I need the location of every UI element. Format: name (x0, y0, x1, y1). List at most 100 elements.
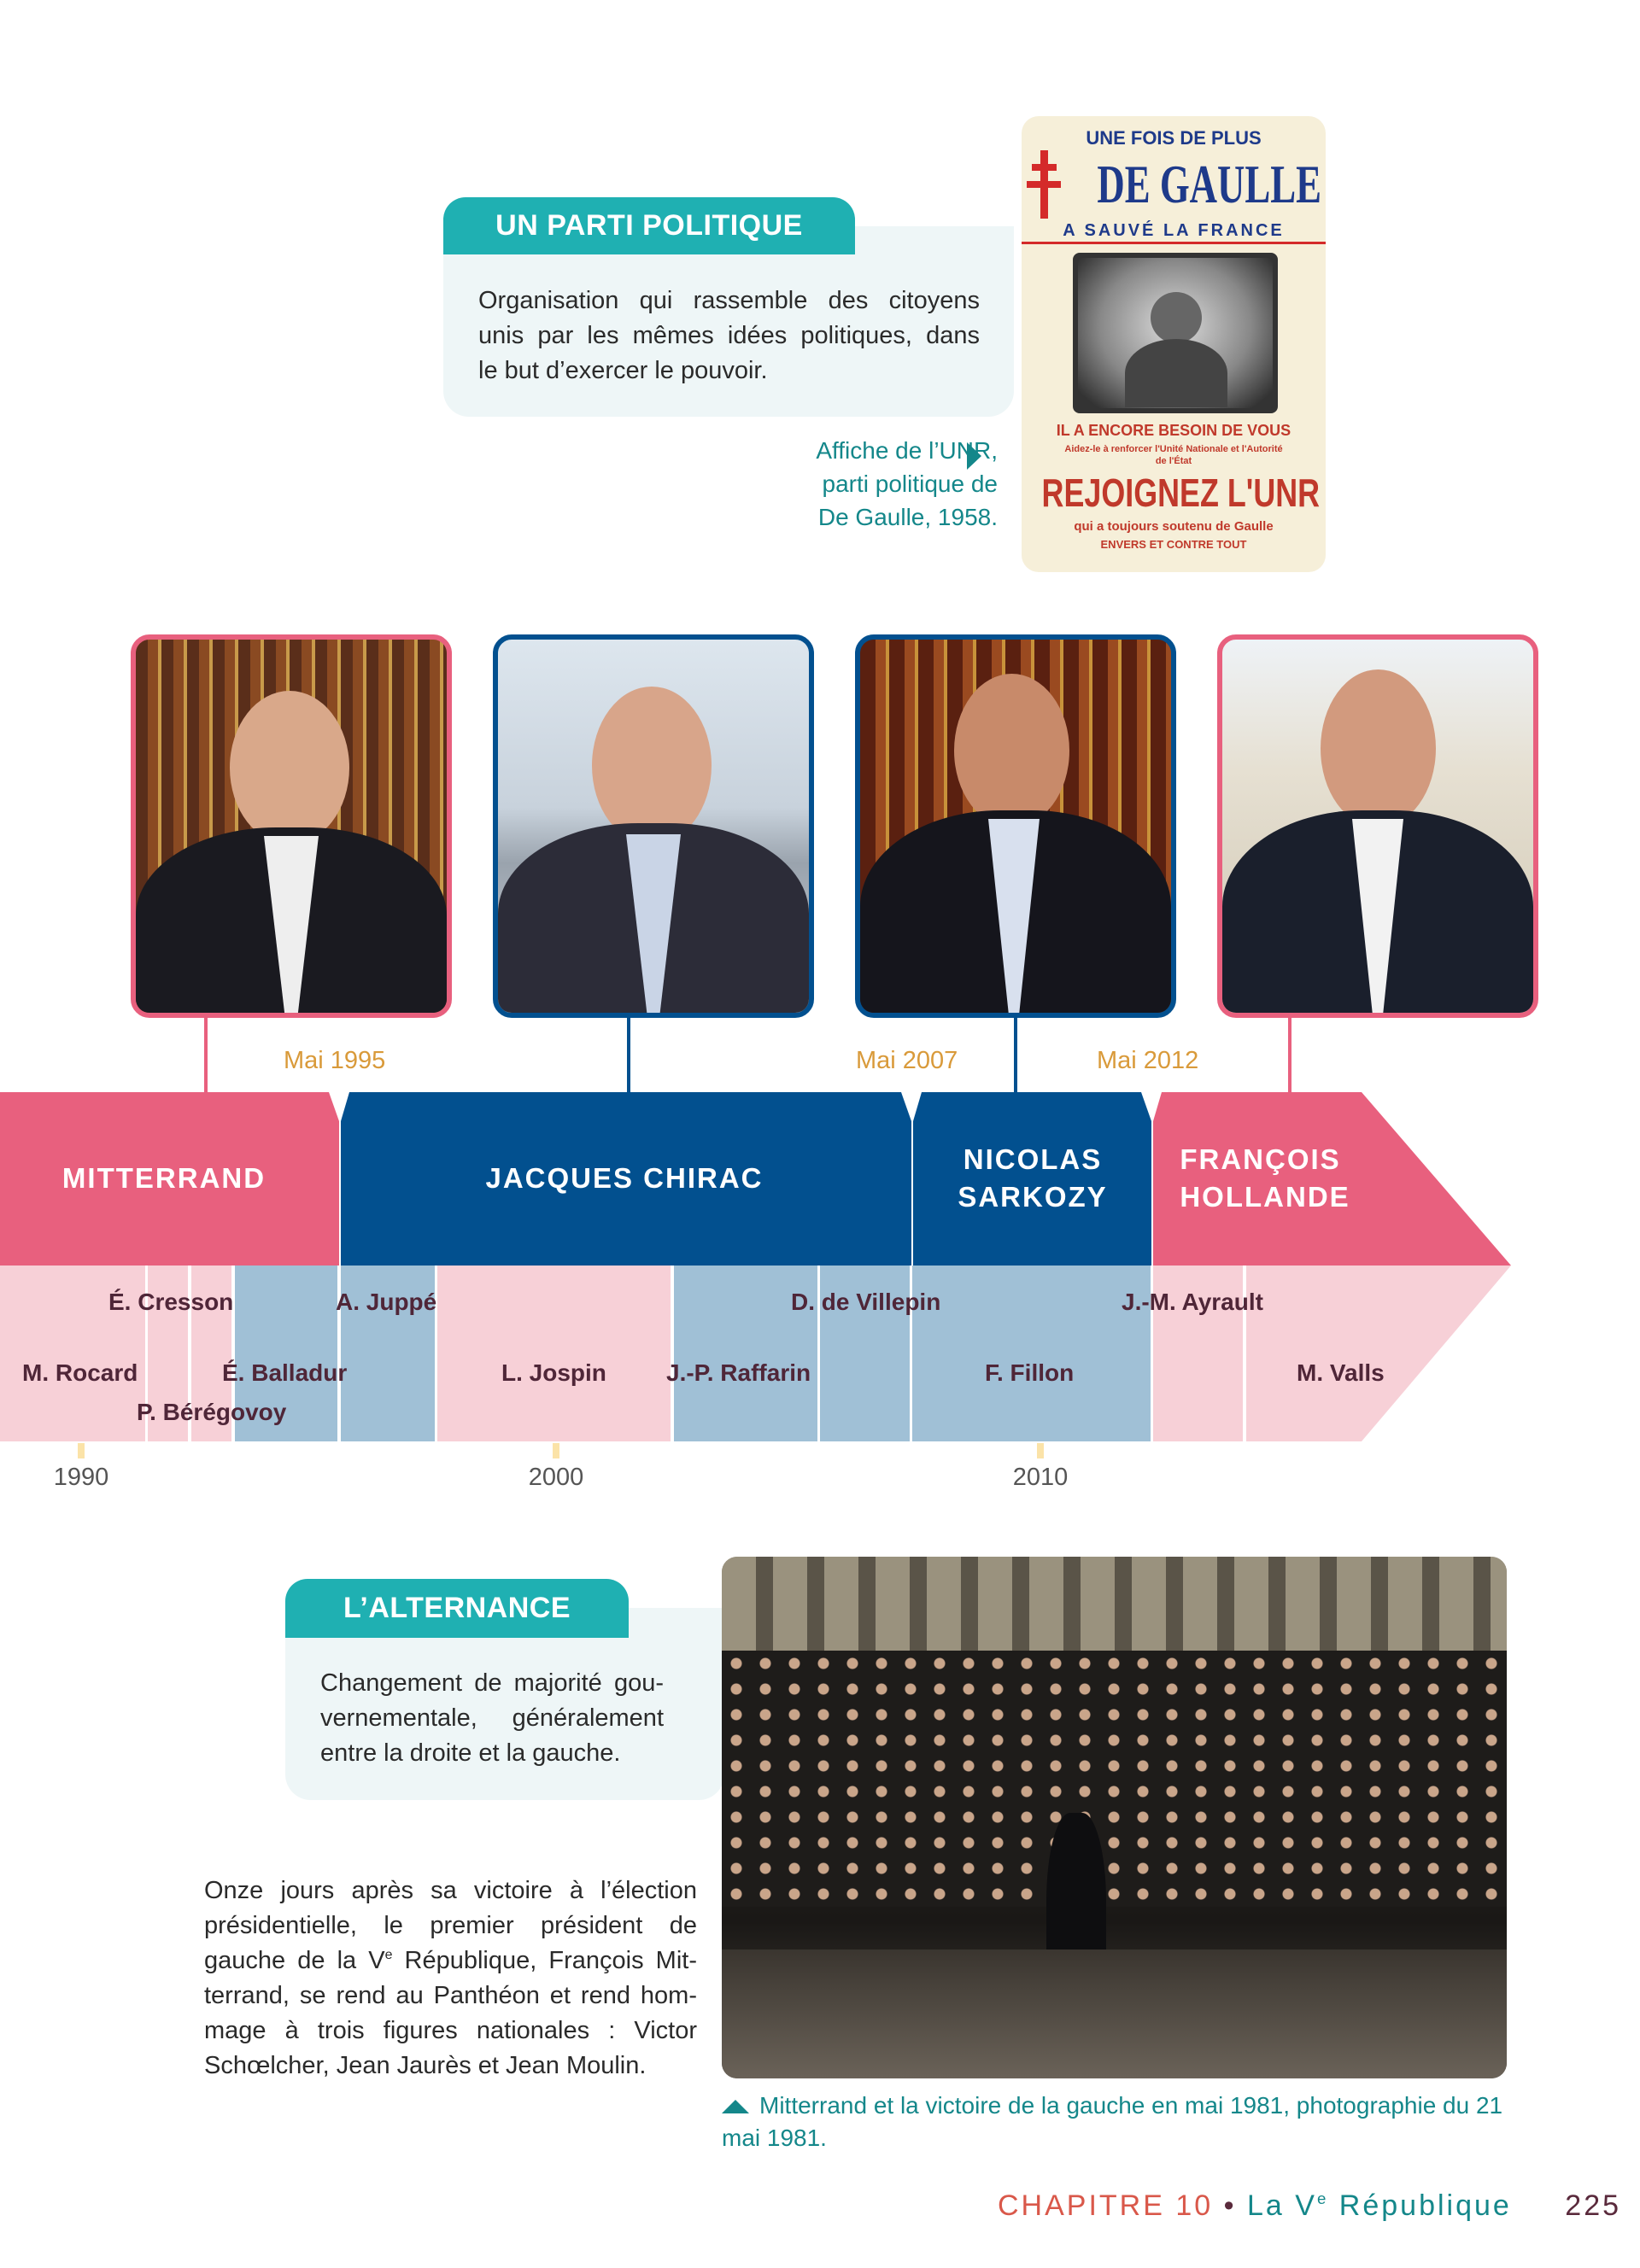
text-line: présidentielle, le premier président de (204, 1912, 697, 1939)
pm-label: D. de Villepin (791, 1289, 941, 1315)
portrait-hollande (1217, 634, 1538, 1018)
name-line: NICOLAS (963, 1143, 1103, 1175)
name-line: SARKOZY (958, 1181, 1108, 1213)
text-line: gauche de la Ve République, François Mit… (204, 1944, 697, 1979)
pm-label: P. Bérégovoy (137, 1399, 287, 1425)
segment-raffarin (674, 1266, 817, 1441)
crowd-photo (722, 1557, 1507, 2078)
president-name-sarkozy: NICOLAS SARKOZY (958, 1141, 1107, 1216)
caption-pointer-up-icon (722, 2100, 749, 2113)
name-line: FRANÇOIS (1180, 1143, 1341, 1175)
president-name-chirac: JACQUES CHIRAC (485, 1162, 764, 1194)
poster-text: qui a toujours soutenu de Gaulle (1074, 519, 1274, 534)
poster-text: IL A ENCORE BESOIN DE VOUS (1056, 422, 1292, 439)
page-footer: CHAPITRE 10 • La Ve République 225 (998, 2189, 1621, 2223)
portrait-mitterrand (131, 634, 452, 1018)
superscript: e (1316, 2189, 1329, 2207)
president-name-hollande: FRANÇOIS HOLLANDE (1180, 1141, 1350, 1216)
segment-fillon (912, 1266, 1151, 1441)
text-line: le but d’exercer le pouvoir. (478, 357, 768, 384)
poster-text: REJOIGNEZ L'UNR (1041, 471, 1321, 515)
segment-villepin (820, 1266, 910, 1441)
prime-minister-band (0, 1266, 1511, 1441)
lorraine-cross-icon (1027, 150, 1061, 219)
segment-cresson (148, 1266, 188, 1441)
pm-label: M. Valls (1297, 1359, 1385, 1386)
pm-label: É. Cresson (108, 1289, 234, 1315)
definition-box-party (443, 226, 1014, 417)
pm-label: F. Fillon (985, 1359, 1075, 1386)
year-tick (78, 1443, 85, 1458)
text-line: unis par les mêmes idées politiques, dan… (478, 322, 980, 349)
year-tick (1037, 1443, 1044, 1458)
text-fragment: République, François Mit- (404, 1947, 697, 1974)
year-label: 2010 (1012, 1464, 1069, 1491)
portrait-sarkozy (855, 634, 1176, 1018)
poster-text: Aidez-le à renforcer l'Unité Nationale e… (1064, 444, 1283, 466)
connector-line (627, 1018, 630, 1093)
timeline-graphic (0, 1092, 1511, 1441)
pm-label: É. Balladur (222, 1359, 348, 1386)
photo-caption: Mitterrand et la victoire de la gauche e… (722, 2090, 1507, 2154)
name-line: HOLLANDE (1180, 1181, 1350, 1213)
connector-line (1288, 1018, 1292, 1093)
year-tick (553, 1443, 559, 1458)
poster-text: ENVERS ET CONTRE TOUT (1100, 538, 1247, 551)
text-line: Organisation qui rassemble des citoyens (478, 287, 980, 314)
caption-pointer-icon (967, 442, 981, 470)
chapter-label: CHAPITRE 10 (998, 2189, 1214, 2222)
definition-title-party: UN PARTI POLITIQUE (443, 197, 855, 254)
band-chirac (341, 1092, 911, 1266)
segment-juppe (341, 1266, 435, 1441)
connector-line (1014, 1018, 1017, 1093)
definition-text-party: Organisation qui rassemble des citoyens … (478, 284, 980, 389)
definition-box-alternance (285, 1608, 724, 1800)
poster-tv-photo (1073, 253, 1278, 413)
milestone-label: Mai 2012 (1097, 1047, 1199, 1074)
body-paragraph: Onze jours après sa victoire à l’électio… (204, 1873, 697, 2084)
year-label: 2000 (528, 1464, 584, 1491)
text-line: Changement de majorité gou- (320, 1669, 664, 1697)
pm-label: J.-P. Raffarin (666, 1359, 811, 1386)
band-mitterrand (0, 1092, 339, 1266)
pm-label: M. Rocard (22, 1359, 138, 1386)
caption-line: parti politique de (822, 471, 998, 497)
superscript: e (384, 1947, 393, 1962)
definition-text-alternance: Changement de majorité gou- vernementale… (320, 1666, 664, 1771)
chapter-title: La Ve République (1247, 2189, 1512, 2222)
milestone-label: Mai 1995 (284, 1047, 386, 1074)
text-line: vernementale, généralement (320, 1704, 664, 1732)
portrait-chirac (493, 634, 814, 1018)
page-number: 225 (1565, 2189, 1622, 2222)
definition-title-alternance: L’ALTERNANCE (285, 1579, 629, 1638)
pm-label: J.-M. Ayrault (1122, 1289, 1263, 1315)
title-fragment: La V (1247, 2189, 1317, 2222)
band-hollande (1153, 1092, 1511, 1266)
text-line: entre la droite et la gauche. (320, 1739, 621, 1767)
band-sarkozy (913, 1092, 1151, 1266)
milestone-label: Mai 2007 (856, 1047, 958, 1074)
pm-label: L. Jospin (501, 1359, 606, 1386)
title-fragment: République (1328, 2189, 1512, 2222)
text-line: terrand, se rend au Panthéon et rend hom… (204, 1982, 697, 2009)
year-label: 1990 (53, 1464, 109, 1491)
poster-text: UNE FOIS DE PLUS (1086, 127, 1262, 149)
segment-beregovoy (191, 1266, 231, 1441)
text-fragment: gauche de la V (204, 1947, 385, 1974)
text-line: Onze jours après sa victoire à l’électio… (204, 1877, 697, 1904)
pm-label: A. Juppé (336, 1289, 437, 1315)
president-name-mitterrand: MITTERRAND (62, 1162, 266, 1194)
caption-text: Mitterrand et la victoire de la gauche e… (722, 2092, 1503, 2151)
poster-caption: Affiche de l’UNR, parti politique de De … (683, 434, 998, 534)
text-line: Schœlcher, Jean Jaurès et Jean Moulin. (204, 2052, 647, 2079)
poster-text: A SAUVÉ LA FRANCE (1022, 220, 1326, 244)
bullet-icon: • (1223, 2189, 1237, 2222)
segment-balladur (235, 1266, 337, 1441)
unr-poster: UNE FOIS DE PLUS DE GAULLE A SAUVÉ LA FR… (1022, 116, 1326, 572)
text-line: mage à trois figures nationales : Victor (204, 2017, 697, 2044)
connector-line (204, 1018, 208, 1093)
segment-ayrault (1153, 1266, 1243, 1441)
segment-jospin (437, 1266, 671, 1441)
segment-valls (1246, 1266, 1511, 1441)
caption-line: De Gaulle, 1958. (817, 504, 998, 530)
